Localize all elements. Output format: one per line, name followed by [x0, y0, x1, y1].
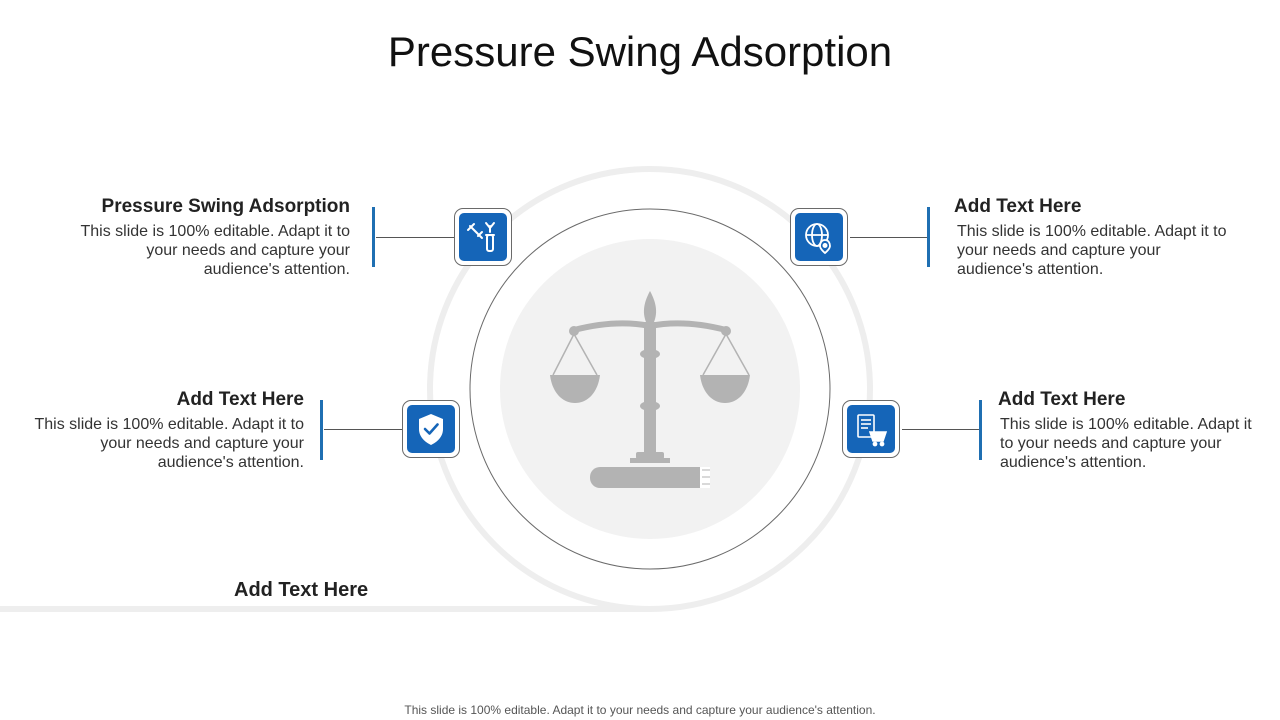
item-body: This slide is 100% editable. Adapt it to…: [1000, 416, 1252, 471]
accent-bar-bottom-left: [320, 400, 323, 460]
accent-bar-bottom-right: [979, 400, 982, 460]
connector-line-bottom-left: [324, 429, 402, 430]
footer-note: This slide is 100% editable. Adapt it to…: [404, 703, 876, 717]
connector-line-top-right: [850, 237, 928, 238]
item-heading: Add Text Here: [954, 196, 1082, 217]
item-block-bottom-right: Add Text Here This slide is 100% editabl…: [998, 389, 1260, 472]
icon-box-bottom-left: [402, 400, 460, 458]
accent-bar-top-left: [372, 207, 375, 267]
item-heading: Add Text Here: [998, 389, 1126, 410]
bottom-label: Add Text Here: [234, 579, 369, 601]
item-block-top-right: Add Text Here This slide is 100% editabl…: [954, 196, 1234, 279]
scales-of-justice-icon: [550, 291, 750, 488]
item-heading: Add Text Here: [176, 389, 304, 410]
accent-bar-top-right: [927, 207, 930, 267]
item-body: This slide is 100% editable. Adapt it to…: [34, 416, 305, 471]
item-body: This slide is 100% editable. Adapt it to…: [957, 223, 1227, 278]
item-heading: Pressure Swing Adsorption: [101, 196, 350, 217]
shield-check-icon: [419, 414, 443, 445]
document-cart-icon: [857, 414, 888, 447]
icon-box-bottom-right: [842, 400, 900, 458]
item-body: This slide is 100% editable. Adapt it to…: [80, 223, 351, 278]
item-block-top-left: Pressure Swing Adsorption This slide is …: [60, 196, 351, 279]
globe-location-icon: [805, 223, 831, 255]
icon-box-top-right: [790, 208, 848, 266]
connector-line-bottom-right: [902, 429, 980, 430]
slide-title: Pressure Swing Adsorption: [387, 28, 893, 75]
connector-line-top-left: [376, 237, 454, 238]
item-block-bottom-left: Add Text Here This slide is 100% editabl…: [20, 389, 305, 472]
syringe-vial-icon: [467, 222, 495, 252]
icon-box-top-left: [454, 208, 512, 266]
